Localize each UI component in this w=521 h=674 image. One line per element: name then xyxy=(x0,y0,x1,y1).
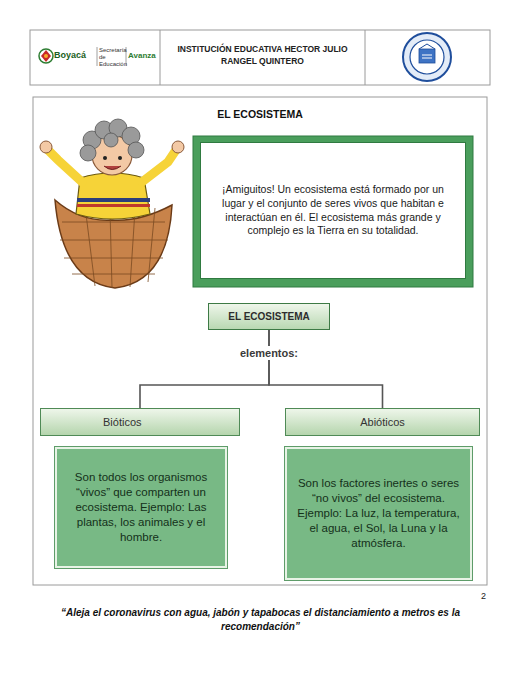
tree-connector xyxy=(140,330,269,408)
table-rule xyxy=(365,30,366,85)
logo-text: Avanza xyxy=(128,51,160,60)
tree-connector xyxy=(269,330,383,408)
category-header: Abióticos xyxy=(285,408,480,436)
category-body: Son los factores inertes o seres “no viv… xyxy=(285,447,472,580)
connector-label: elementos: xyxy=(237,346,301,360)
boyaca-emblem xyxy=(39,49,53,63)
root-box: EL ECOSISTEMA xyxy=(208,303,330,330)
footer-quote: “Aleja el coronavirus con agua, jabón y … xyxy=(40,606,481,633)
speech-backdrop xyxy=(193,136,473,287)
node-text: EL ECOSISTEMA xyxy=(215,311,323,322)
category-header: Bióticos xyxy=(40,408,240,436)
node-text: Son todos los organismos “vivos” que com… xyxy=(65,470,217,545)
content-frame xyxy=(33,97,487,585)
node-text: Abióticos xyxy=(296,416,469,428)
page-title: EL ECOSISTEMA xyxy=(160,108,360,120)
page-number: 2 xyxy=(470,591,486,601)
node-text: ¡Amiguitos! Un ecosistema está formado p… xyxy=(211,183,455,238)
institution-name: INSTITUCIÓN EDUCATIVA HECTOR JULIO RANGE… xyxy=(166,44,359,68)
node-text: Bióticos xyxy=(103,416,229,428)
table-rule xyxy=(160,30,161,85)
node-text: Son los factores inertes o seres “no viv… xyxy=(295,476,462,551)
child-character xyxy=(40,119,184,288)
category-body: Son todos los organismos “vivos” que com… xyxy=(55,447,227,568)
logo-text: Boyacá xyxy=(54,50,96,60)
speech-box: ¡Amiguitos! Un ecosistema está formado p… xyxy=(200,142,466,279)
logo-divider xyxy=(97,47,98,66)
logo-text: Secretaría de Educación xyxy=(99,47,126,68)
school-seal xyxy=(403,33,451,81)
header-table xyxy=(30,30,490,85)
